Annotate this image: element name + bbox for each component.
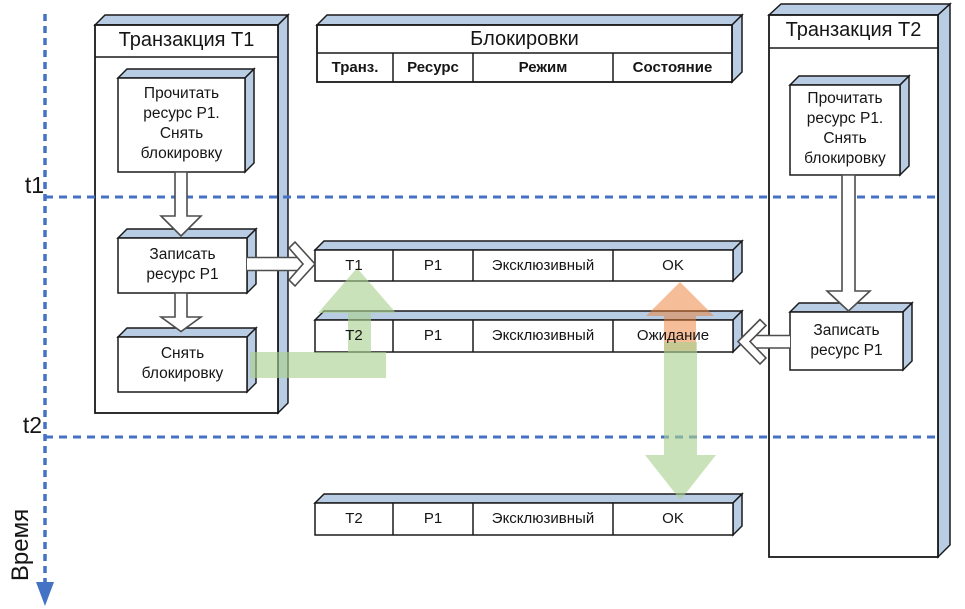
transaction2-step2: Записать ресурс P1 — [810, 322, 883, 359]
lock-row3-status: OK — [662, 510, 684, 527]
time-axis-arrowhead-icon — [36, 582, 54, 606]
lock-row-2 — [313, 309, 744, 354]
flow-arrows — [158, 171, 873, 366]
t2-time-label: t2 — [22, 412, 42, 438]
locks-header-transaction: Транз. — [331, 59, 379, 76]
locks-header-3d-right — [731, 13, 743, 84]
lock-row2-transaction: T2 — [345, 327, 363, 344]
t1-lock-request-shaft — [247, 257, 299, 271]
transaction1-step3: Снять блокировку — [141, 345, 224, 382]
lock-row3-face — [314, 502, 734, 536]
lock-row2-status: Ожидание — [636, 327, 710, 344]
transaction1-step1: Прочитать ресурс P1. Снять блокировку — [140, 85, 223, 162]
lock-row1-status: OK — [662, 257, 684, 274]
t1-time-label: t1 — [24, 172, 44, 198]
locks-header-mode: Режим — [518, 59, 568, 76]
grant-arrow-t1-icon — [250, 268, 396, 378]
t2-container-3d-right — [937, 2, 951, 559]
locks-table-header — [315, 13, 744, 84]
t1-step1-3d-right — [244, 67, 255, 174]
t1-step3-3d-top — [116, 327, 258, 338]
transaction2-step1: Прочитать ресурс P1. Снять блокировку — [804, 90, 886, 167]
lock-row-3 — [313, 492, 744, 537]
t2-container-3d-top — [767, 3, 952, 16]
grant-arrow-t2-icon — [645, 342, 716, 500]
t2-step1-face — [789, 84, 901, 176]
t2-step1-3d-right — [899, 74, 910, 177]
lock-row1-3d-top — [313, 240, 744, 251]
t1-step2-to-step3-arrow-icon — [158, 292, 204, 333]
lock-row2-mode: Эксклюзивный — [491, 327, 595, 344]
locks-header-resource: Ресурс — [407, 59, 459, 76]
lock-row3-transaction: T2 — [345, 510, 363, 527]
locks-header-status: Состояние — [632, 59, 713, 76]
t1-step-boxes — [116, 67, 258, 394]
lock-row2-resource: P1 — [423, 327, 443, 344]
transaction2-title: Транзакция T2 — [785, 19, 922, 41]
lock-row1-resource: P1 — [423, 257, 443, 274]
t2-lock-request-chevron-icon — [736, 318, 768, 366]
t1-step1-to-step2-arrow-icon — [159, 171, 203, 238]
time-axis — [36, 14, 937, 606]
t2-step1-to-step2-arrow-icon — [824, 174, 873, 313]
locks-table-title: Блокировки — [470, 28, 579, 50]
lock-row1-mode: Эксклюзивный — [491, 257, 595, 274]
transaction1-title: Транзакция T1 — [118, 29, 255, 51]
lock-row3-mode: Эксклюзивный — [491, 510, 595, 527]
t2-step2-3d-right — [902, 301, 913, 372]
t2-step1-3d-top — [788, 75, 911, 86]
t2-lock-request-shaft — [754, 335, 790, 348]
lock-row1-face — [314, 249, 734, 282]
t1-container-3d-top — [93, 14, 290, 26]
transaction1-step2: Записать ресурс P1 — [146, 246, 219, 283]
t1-step3-face — [117, 336, 248, 393]
lock-row2-face — [314, 319, 734, 353]
t2-step-boxes — [788, 74, 914, 372]
lock-row-1 — [313, 239, 744, 283]
locks-header-3d-top — [315, 14, 744, 26]
lock-row3-resource: P1 — [423, 510, 443, 527]
lock-row1-transaction: T1 — [345, 257, 363, 274]
wait-arrow-icon — [646, 282, 714, 351]
t1-step1-3d-top — [116, 68, 256, 79]
time-axis-label: Время — [7, 508, 34, 582]
t1-lock-request-chevron-icon — [287, 240, 317, 288]
t1-step1-face — [117, 77, 246, 173]
